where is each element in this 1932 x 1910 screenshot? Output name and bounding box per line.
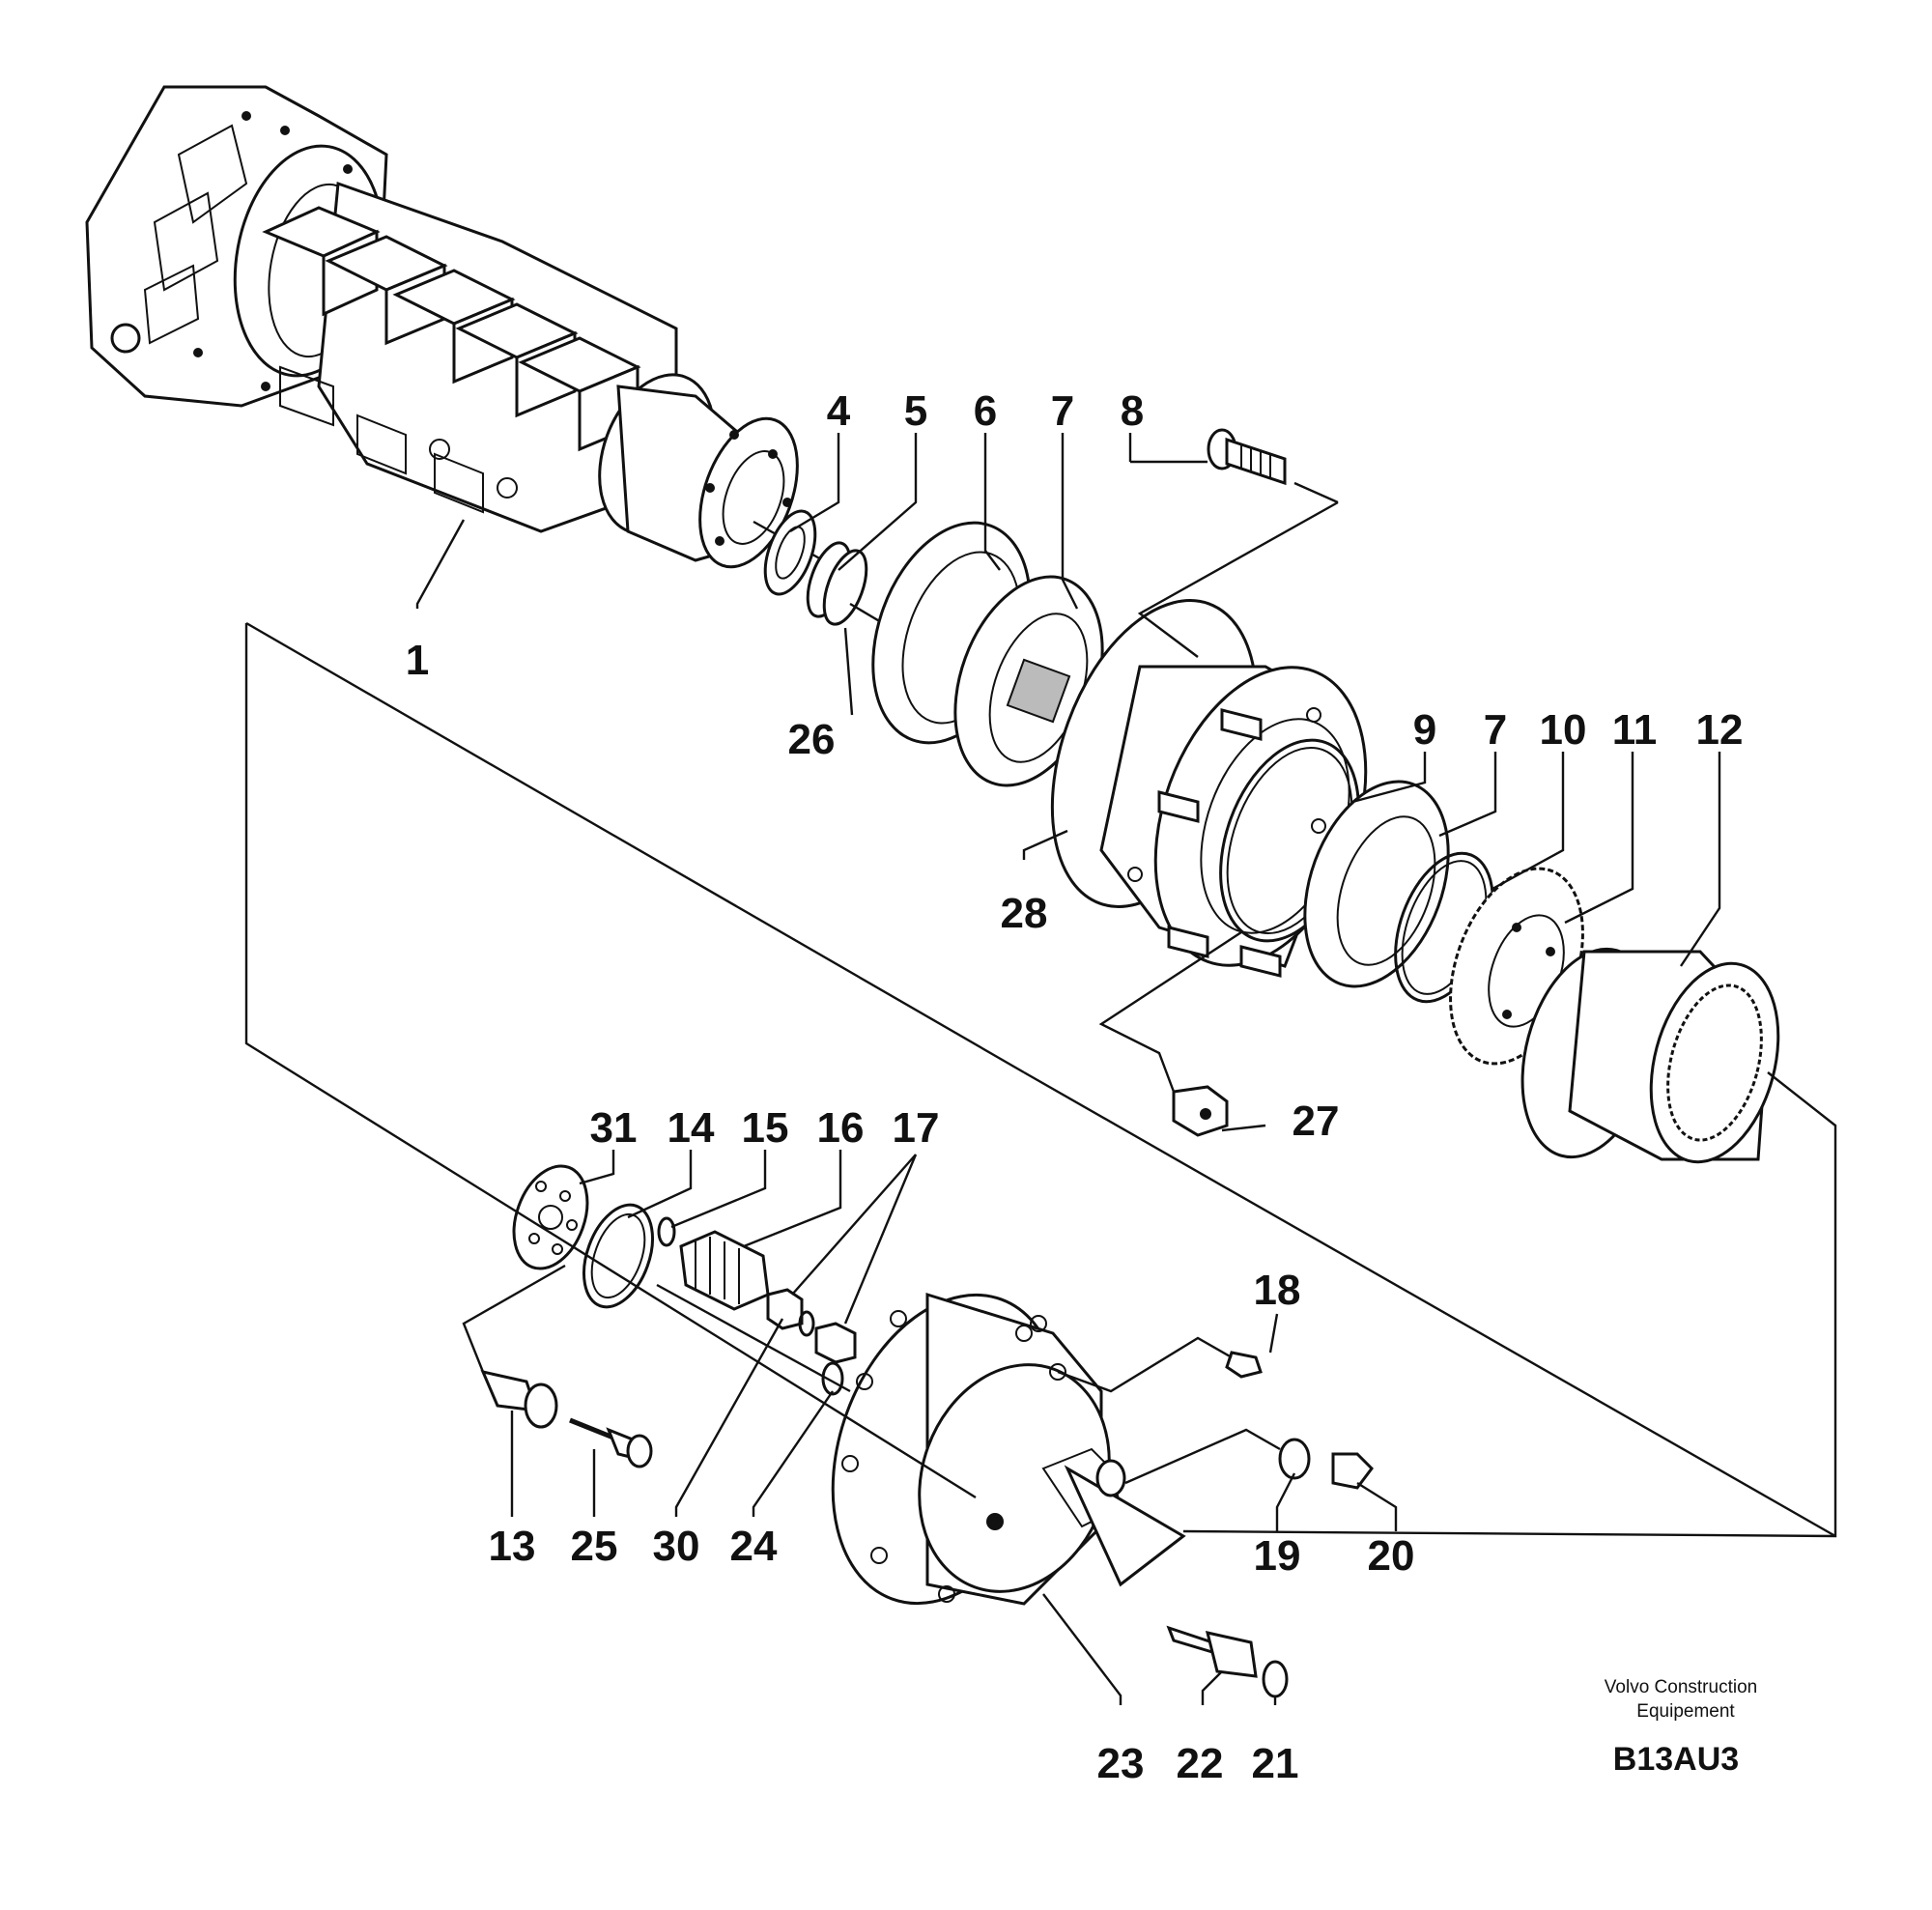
part-20-plug (1331, 1452, 1374, 1490)
part-15-circlip (657, 1216, 676, 1247)
callout-12: 12 (1696, 706, 1744, 754)
drawing-code: B13AU3 (1613, 1741, 1739, 1778)
part-27-wheel-nut (1172, 1085, 1229, 1137)
part-14-ring (582, 1203, 654, 1309)
part-24-washer (821, 1361, 844, 1396)
part-22-shaft (1166, 1625, 1258, 1678)
callout-24: 24 (730, 1523, 778, 1570)
callout-30: 30 (653, 1523, 700, 1570)
callout-1: 1 (406, 637, 429, 684)
callout-15: 15 (742, 1104, 789, 1152)
company-name-line2: Equipement (1636, 1701, 1735, 1722)
part-8-wheel-stud (1207, 428, 1287, 486)
callout-7b: 7 (1484, 706, 1507, 754)
part-21-o-ring (1262, 1660, 1289, 1698)
callout-18: 18 (1254, 1267, 1301, 1314)
callout-27: 27 (1293, 1098, 1340, 1145)
company-name-line1: Volvo Construction (1605, 1677, 1757, 1697)
part-4-bearing (763, 509, 817, 596)
part-5-seal (806, 541, 957, 669)
callout-20: 20 (1368, 1532, 1415, 1580)
assembly-lines (244, 481, 1837, 1538)
callout-31: 31 (590, 1104, 638, 1152)
callout-26: 26 (788, 716, 836, 763)
callout-19: 19 (1254, 1532, 1301, 1580)
leader-lines (415, 433, 1721, 1705)
part-7-bearing-right (1303, 780, 1450, 988)
part-18-screw (1225, 1351, 1263, 1379)
callout-9: 9 (1413, 706, 1436, 754)
callout-28: 28 (1001, 890, 1048, 937)
part-12-ring-gear (1520, 947, 1780, 1164)
part-17-spacer (798, 1310, 857, 1364)
part-13-shaft (480, 1369, 558, 1429)
callout-22: 22 (1177, 1740, 1224, 1787)
part-25-bolt (569, 1417, 653, 1468)
callout-4: 4 (827, 387, 851, 435)
part-23-planet-carrier (831, 1292, 1186, 1606)
callout-5: 5 (904, 387, 927, 435)
part-30-needle-bearing (766, 1288, 804, 1330)
callout-23: 23 (1097, 1740, 1145, 1787)
part-16-planet-gear (679, 1230, 770, 1311)
callout-11: 11 (1612, 706, 1658, 754)
callout-10: 10 (1540, 706, 1587, 754)
callout-17: 17 (893, 1104, 940, 1152)
callout-8: 8 (1121, 387, 1144, 435)
part-1-axle-housing (85, 85, 841, 572)
callout-25: 25 (571, 1523, 618, 1570)
callout-14: 14 (668, 1104, 715, 1152)
callout-21: 21 (1252, 1740, 1299, 1787)
callout-7a: 7 (1051, 387, 1074, 435)
drawing-footer: Volvo Construction Equipement B13AU3 (1605, 1677, 1757, 1778)
callout-6: 6 (974, 387, 997, 435)
callout-16: 16 (817, 1104, 865, 1152)
part-19-seal-ring (1278, 1438, 1311, 1480)
callout-labels: 1 4 5 6 7 8 26 28 9 7 10 11 12 27 31 14 … (406, 387, 1744, 1787)
callout-13: 13 (489, 1523, 536, 1570)
